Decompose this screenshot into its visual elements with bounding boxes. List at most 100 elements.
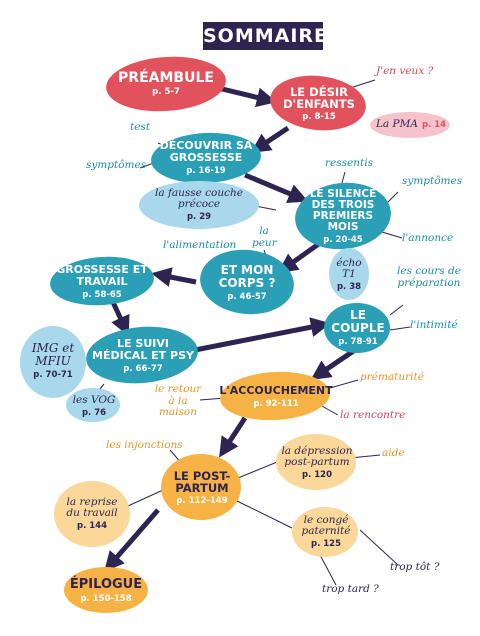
node-label: GROSSESSE ET TRAVAIL (56, 263, 148, 289)
blob-epilogue (64, 567, 148, 613)
blob-grossesse (50, 256, 154, 306)
node-pages: p. 120 (301, 470, 332, 481)
node-conge[interactable]: le congé paternité p. 125 (294, 510, 358, 554)
connector-line (319, 404, 339, 416)
arrow-postpartum-epilogue (104, 508, 160, 572)
node-pages: p. 144 (76, 521, 107, 532)
connector-line (234, 499, 293, 529)
node-pages: p. 92-111 (253, 398, 299, 409)
connector-line (389, 326, 411, 331)
arrow-desir-decouvrir (250, 125, 290, 153)
node-accouchement[interactable]: L'ACCOUCHEMENT p. 92-111 (219, 380, 333, 414)
blob-fausse-couche (139, 181, 259, 229)
connector-line (319, 554, 337, 586)
blob-echo (329, 248, 369, 300)
node-couple[interactable]: LE COUPLE p. 78-91 (328, 306, 388, 350)
annotation-prematurite: prématurité (360, 371, 424, 383)
blob-postpartum (161, 454, 241, 520)
blob-depression (276, 434, 356, 490)
arrow-accouchement-postpartum (219, 416, 248, 458)
node-pages: p. 38 (336, 282, 362, 293)
node-pages: p. 14 (421, 119, 447, 130)
node-pages: p. 66-77 (123, 363, 163, 374)
annotation-test: test (130, 121, 151, 133)
node-pages: p. 150-158 (80, 593, 132, 604)
node-img[interactable]: IMG et MFIU p. 70-71 (24, 330, 82, 392)
node-depression[interactable]: la dépression post-partum p. 120 (278, 440, 356, 486)
node-echo[interactable]: écho T1 p. 38 (330, 256, 368, 294)
node-label: LE POST-PARTUM (173, 468, 231, 496)
blob-preambule (106, 56, 226, 112)
node-label: ÉPILOGUE (69, 577, 143, 593)
node-pages: p. 8-15 (302, 112, 336, 123)
node-label: LE SILENCE DES TROIS PREMIERS MOIS (309, 188, 377, 234)
node-pages: p. 58-65 (82, 289, 122, 300)
blob-vog (66, 388, 120, 422)
node-label: La PMA (375, 118, 418, 131)
node-pages: p. 125 (310, 539, 341, 550)
node-label: DÉCOUVRIR SA GROSSESSE (159, 139, 253, 165)
node-label: écho T1 (336, 257, 362, 281)
annotation-trop-tot: trop tôt ? (390, 561, 440, 573)
blob-silence (295, 182, 391, 250)
arrow-decouvrir-silence (244, 172, 309, 203)
node-post-partum[interactable]: LE POST-PARTUM p. 112-149 (164, 460, 240, 516)
node-label: la dépression post-partum (281, 445, 353, 469)
arrow-suivi-couple (194, 317, 331, 353)
node-desir[interactable]: LE DÉSIR D'ENFANTS p. 8-15 (275, 80, 363, 128)
node-pages: p. 20-45 (323, 235, 363, 246)
annotation-alimentation: l'alimentation (163, 239, 237, 251)
arrow-corps-grossesse (151, 267, 197, 287)
connector-line (329, 379, 359, 389)
annotation-cours: les cours de préparation (397, 265, 461, 289)
blob-suivi (86, 326, 198, 384)
arrow-preambule-desir (217, 85, 277, 108)
node-corps[interactable]: ET MON CORPS ? p. 46-57 (204, 258, 290, 308)
connector-line (381, 231, 403, 239)
blob-img (20, 326, 86, 398)
annotation-ressentis: ressentis (325, 157, 373, 169)
node-pages: p. 16-19 (186, 165, 226, 176)
arrow-grossesse-suivi (109, 298, 130, 337)
node-preambule[interactable]: PRÉAMBULE p. 5-7 (110, 64, 222, 104)
node-label: L'ACCOUCHEMENT (219, 384, 333, 398)
node-reprise[interactable]: la reprise du travail p. 144 (56, 484, 128, 544)
annotation-trop-tard: trop tard ? (322, 583, 379, 595)
annotation-symptomes-right: symptômes (402, 175, 463, 187)
node-epilogue[interactable]: ÉPILOGUE p. 150-158 (66, 574, 146, 608)
page-title: SOMMAIRE (203, 22, 327, 50)
node-vog[interactable]: les VOG p. 76 (68, 392, 120, 420)
node-label: LE COUPLE (331, 308, 385, 336)
connector-line (349, 79, 376, 89)
blob-pma (370, 112, 450, 138)
annotation-rencontre: la rencontre (340, 409, 406, 421)
node-pages: p. 5-7 (152, 87, 180, 98)
node-label: IMG et MFIU (31, 341, 75, 369)
blob-reprise (54, 481, 130, 547)
annotation-injonctions: les injonctions (106, 439, 183, 451)
annotation-annonce: l'annonce (402, 232, 454, 244)
blob-couple (324, 303, 390, 353)
annotation-retour: le retour à la maison (154, 383, 202, 419)
node-suivi[interactable]: LE SUIVI MÉDICAL ET PSY p. 66-77 (90, 334, 196, 378)
annotation-aide: aide (382, 447, 405, 459)
node-label: ET MON CORPS ? (218, 263, 276, 291)
blob-conge (292, 507, 358, 557)
node-decouvrir[interactable]: DÉCOUVRIR SA GROSSESSE p. 16-19 (156, 136, 256, 180)
connector-line (237, 459, 283, 479)
node-pages: p. 29 (186, 212, 212, 223)
node-label: la fausse couche précoce (154, 187, 243, 211)
node-grossesse-travail[interactable]: GROSSESSE ET TRAVAIL p. 58-65 (54, 262, 150, 302)
annotation-peur: la peur (252, 225, 277, 249)
node-label: PRÉAMBULE (118, 69, 214, 86)
annotation-intimite: l'intimité (410, 319, 458, 331)
node-fausse-couche[interactable]: la fausse couche précoce p. 29 (145, 186, 253, 224)
node-pages: p. 76 (81, 407, 107, 418)
annotation-symptomes-left: symptômes (86, 159, 147, 171)
node-pma[interactable]: La PMA p. 14 (372, 116, 450, 134)
node-pages: p. 78-91 (338, 336, 378, 347)
node-silence[interactable]: LE SILENCE DES TROIS PREMIERS MOIS p. 20… (298, 188, 388, 246)
node-pages: p. 46-57 (227, 291, 267, 302)
blob-corps (200, 249, 294, 315)
